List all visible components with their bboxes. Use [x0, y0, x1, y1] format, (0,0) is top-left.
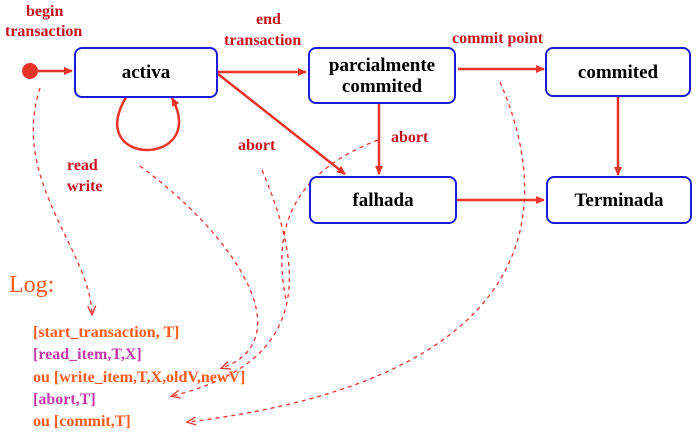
state-falhada-label: falhada	[352, 189, 414, 211]
label-end-transaction: transaction	[224, 32, 302, 49]
log-entry-write: ou [write_item,T,X,oldV,newV]	[33, 369, 246, 386]
start-node	[22, 63, 38, 79]
dashed-begin-to-start-log	[32, 87, 92, 314]
state-commited: commited	[545, 47, 691, 97]
label-abort-left: abort	[238, 137, 276, 154]
dashed-abort-to-log	[172, 169, 290, 396]
log-entry-abort: [abort,T]	[33, 391, 96, 408]
label-read: read	[67, 157, 98, 174]
log-entry-start: [start_transaction, T]	[33, 324, 180, 341]
state-falhada: falhada	[309, 176, 457, 224]
log-entry-read: [read_item,T,X]	[33, 346, 142, 363]
state-parcialmente-commited: parcialmente commited	[308, 47, 456, 104]
label-abort-right: abort	[391, 129, 429, 146]
self-loop-read-write	[115, 93, 181, 152]
arrow-activa-to-falhada	[217, 73, 346, 175]
state-parcial-line1: parcialmente	[328, 54, 436, 76]
state-activa-label: activa	[121, 62, 171, 83]
dashed-abort2-to-log	[281, 139, 379, 301]
label-end: end	[256, 11, 281, 28]
state-parcial-line2: commited	[341, 75, 423, 97]
label-begin: begin	[26, 3, 64, 20]
label-commit-point: commit point	[452, 30, 544, 47]
log-title: Log:	[9, 272, 55, 298]
label-write: write	[67, 178, 103, 195]
log-entry-commit: ou [commit,T]	[33, 413, 131, 430]
label-begin-transaction: transaction	[5, 23, 83, 40]
state-terminada-label: Terminada	[574, 189, 664, 211]
state-commited-label: commited	[577, 61, 659, 83]
state-terminada: Terminada	[546, 176, 692, 224]
state-activa: activa	[74, 47, 218, 98]
dashed-readwrite-to-log	[139, 165, 259, 368]
